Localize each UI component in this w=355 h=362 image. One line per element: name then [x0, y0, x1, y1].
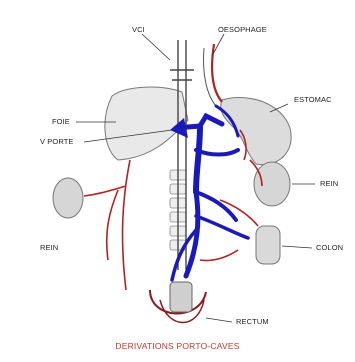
- label-oesophage: OESOPHAGE: [218, 26, 267, 34]
- label-vci: VCI: [132, 26, 145, 34]
- label-estomac: ESTOMAC: [294, 96, 332, 104]
- colon-shape: [256, 226, 280, 264]
- label-colon: COLON: [316, 244, 343, 252]
- label-rein-right: REIN: [320, 180, 338, 188]
- systemic-veins: [84, 130, 262, 290]
- diagram-caption: DERIVATIONS PORTO-CAVES: [0, 341, 355, 351]
- label-foie: FOIE: [52, 118, 70, 126]
- rectum-shape: [150, 282, 206, 323]
- label-v-porte: V PORTE: [40, 138, 74, 146]
- oesophagus-wall: [204, 48, 217, 106]
- kidney-left-shape: [53, 178, 83, 218]
- liver-shape: [105, 87, 188, 160]
- kidney-right-shape: [254, 162, 290, 206]
- label-rein-left: REIN: [40, 244, 58, 252]
- label-rectum: RECTUM: [236, 318, 269, 326]
